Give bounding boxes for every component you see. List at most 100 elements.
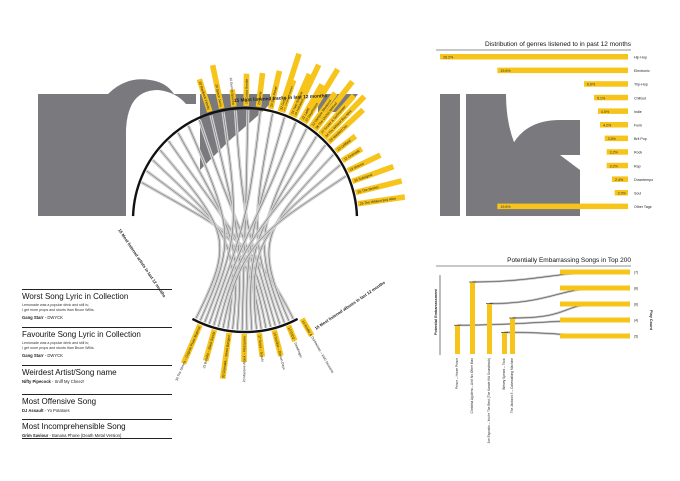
radial-item: 25 The Whitest Boy Alive [357,194,406,207]
radial-item: 22 Ladi6 [298,83,325,123]
qa-song: Yo Potatoes [47,408,70,413]
qa-heading: Favourite Song Lyric in Collection [22,330,141,339]
emb-row-bar [560,317,630,323]
genre-category-label: Funk [634,124,642,128]
emb-play-count-tick: (7) [634,270,638,274]
genre-bar [614,190,628,196]
qa-answer: Gang Starr - DWYCK [22,353,172,358]
radial-bar [340,146,364,163]
genre-bar [440,54,628,60]
genre-category-label: Downtempo [634,178,653,182]
qa-lyric-line: I get more props and stunts than Bruce W… [22,308,95,312]
flow-line [188,125,226,321]
flow-line [159,149,221,319]
radial-bar [299,317,315,338]
genre-category-label: Rap [634,164,641,168]
genre-value-label: 19.6% [500,205,511,209]
embarrassing-chart-title: Potentially Embarrassing Songs in Top 20… [507,257,631,264]
flow-line [210,115,240,330]
radial-item: 23 Bonobo – Black Sands [202,329,218,369]
arc-label-right: 15 Most listened albums in last 12 month… [314,279,387,330]
genre-bar [606,162,628,169]
genre-category-label: Rock [634,151,642,155]
emb-category-label: The Jackson 5 – Cakewalking Machine [510,358,514,414]
genre-bar [594,94,628,101]
genre-value-label: 4.2% [603,124,612,128]
qa-item: Most Offensive Song DJ Assault - Yo Potat… [22,397,172,413]
radial-bar [351,163,395,185]
radial-item: 12 RJD2 – Deadringer [285,324,304,359]
genre-category-label: Brit Pop [634,137,647,141]
qa-rule [22,289,172,290]
qa-lyric-line: Lemonade was a popular drink and still i… [22,303,89,307]
radial-bar [322,94,367,140]
flow-line [241,110,249,330]
artist-album-flows [140,110,347,331]
qa-heading: Most Offensive Song [22,397,97,406]
genre-bar [606,149,628,155]
genre-value-label: 3.2% [610,164,619,168]
genre-bar [584,81,628,87]
radial-bar [255,72,266,108]
radial-item: 19 Shlomo [346,152,382,174]
emb-play-count-tick: (6) [634,302,638,306]
qa-separator: - [43,353,48,358]
radial-label: 13 Leftfield [336,139,351,152]
flow-line [222,175,347,328]
emb-row-bar [560,333,630,339]
radial-item: 12 Gramatik [340,146,364,163]
qa-answer: Gang Starr - DWYCK [22,315,172,320]
bottom-arc [191,317,299,334]
radial-label: 23 Stax Picker [269,85,278,107]
letter-u-shape [200,94,270,170]
qa-artist: Gang Starr [22,315,44,320]
emb-category-label: Britney Spears – Toxic [502,358,506,390]
flow-line [152,159,233,329]
radial-label: 23 Subsignal [354,173,374,183]
qa-lyric: Lemonade was a popular drink and still i… [22,303,172,313]
emb-play-count-tick: (5) [634,334,638,338]
qa-artist: Gang Starr [22,353,44,358]
flow-line [213,122,297,326]
radial-item: 23 Stax Picker [267,70,283,110]
radial-label: 22 Ladi6 [301,107,311,120]
radial-bar [209,64,225,109]
radial-label: 19 Shlomo [349,161,365,171]
listening-arcs [131,106,359,334]
radial-label: 10 Gemini Spectra [229,77,236,105]
radial-bar [277,52,302,113]
genre-bars: 28.2%Hip Hop19.6%Electronic6.6%Trip-Hop5… [440,54,653,210]
letter-m-shape [38,79,196,216]
qa-artist: DJ Assault [22,408,44,413]
genre-value-label: 6.6% [587,83,596,87]
qa-song: Sniff My Cheez! [54,379,85,384]
radial-bar [302,67,341,125]
top-arc [131,106,359,217]
flow-line [168,140,267,329]
emb-row-bar [560,285,630,291]
genre-bar [612,176,628,182]
qa-separator: - [43,408,48,413]
genre-bar [497,67,628,74]
emb-play-count-tick: (8) [634,286,638,290]
flow-line [141,182,294,319]
letter-c-curve [508,120,580,155]
genre-bar [598,108,628,114]
genre-value-label: 4.5% [601,110,610,114]
radial-item: 26 Space Jams [209,64,225,109]
radial-item: 20 Barrie [255,72,266,108]
radial-bar [202,329,218,362]
qa-separator: - [48,433,53,438]
genre-category-label: Hip Hop [634,56,647,60]
emb-category-label: Joe Esposito – You're The Best (The Kara… [487,358,491,443]
arc-label-top: 15 Most listened tracks in last 12 month… [234,93,328,104]
genre-category-label: Soul [634,192,641,196]
radial-bar [267,70,283,110]
radial-bar [243,73,250,107]
genre-category-label: Electronic [634,69,650,73]
qa-song: Banana Phone (Death Metal Version) [52,433,122,438]
radial-item: 20 Massive Attack – Mezzanine [241,333,248,382]
radial-bar [288,72,312,117]
emb-ylabel: Potential Embarrassment [434,288,438,335]
radial-bar [334,133,358,154]
